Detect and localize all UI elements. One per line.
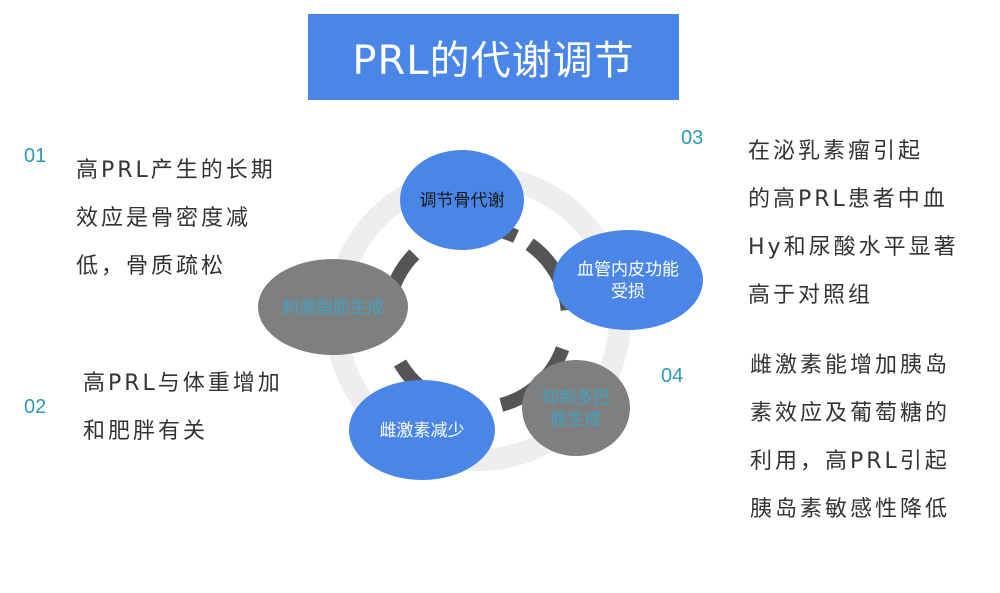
point-03-line: 的高PRL患者中血: [748, 187, 948, 212]
point-03-number: 03: [681, 127, 704, 149]
point-02-line: 高PRL与体重增加: [83, 371, 283, 396]
cycle-node-bubble: [400, 150, 524, 250]
point-02-line: 和肥胖有关: [83, 419, 209, 444]
point-01-line: 高PRL产生的长期: [76, 158, 276, 183]
title-banner: PRL的代谢调节: [308, 14, 679, 100]
cycle-node-bubble: [349, 380, 495, 480]
point-03-text: 在泌乳素瘤引起 的高PRL患者中血 Hy和尿酸水平显著 高于对照组: [748, 128, 959, 320]
cycle-node-bubble: [258, 259, 408, 355]
point-02-text: 高PRL与体重增加 和肥胖有关: [83, 360, 283, 456]
point-03-line: 在泌乳素瘤引起: [748, 139, 924, 164]
point-03-line: 高于对照组: [748, 283, 874, 308]
point-04-text: 雌激素能增加胰岛 素效应及葡萄糖的 利用，高PRL引起 胰岛素敏感性降低: [750, 342, 950, 534]
cycle-node-label: 雌激素减少: [380, 421, 465, 441]
cycle-node: 刺激脂肪生成: [258, 259, 408, 355]
cycle-node: 调节骨代谢: [400, 150, 524, 250]
point-01-text: 高PRL产生的长期 效应是骨密度减 低，骨质疏松: [76, 147, 276, 291]
point-04-line: 利用，高PRL引起: [750, 449, 950, 474]
cycle-node-label: 胺生成: [551, 410, 602, 430]
cycle-node-label: 受损: [611, 282, 645, 302]
cycle-node-label: 血管内皮功能: [577, 260, 679, 280]
cycle-node-bubble: [553, 230, 703, 330]
cycle-node-label: 抑制多巴: [542, 388, 610, 408]
point-01-line: 低，骨质疏松: [76, 254, 227, 279]
cycle-node-label: 刺激脂肪生成: [282, 298, 384, 318]
point-04-line: 雌激素能增加胰岛: [750, 353, 951, 378]
cycle-node-bubble: [522, 360, 630, 456]
point-04-number: 04: [661, 365, 684, 387]
point-04-line: 素效应及葡萄糖的: [750, 401, 951, 426]
point-02-number: 02: [24, 396, 47, 418]
point-04-line: 胰岛素敏感性降低: [750, 497, 951, 522]
point-03-line: Hy和尿酸水平显著: [748, 235, 959, 260]
point-01-number: 01: [24, 145, 47, 167]
cycle-node: 雌激素减少: [349, 380, 495, 480]
point-01-line: 效应是骨密度减: [76, 206, 252, 231]
cycle-node-label: 调节骨代谢: [420, 191, 505, 211]
page-title: PRL的代谢调节: [352, 38, 635, 84]
